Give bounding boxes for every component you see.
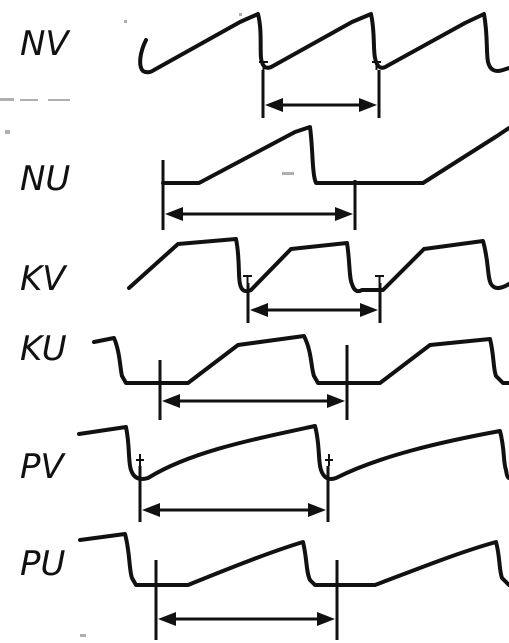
arrowhead-nu-left — [165, 207, 183, 221]
arrowhead-ku-right — [327, 394, 345, 408]
arrowhead-kv-left — [250, 303, 268, 317]
arrowhead-ku-left — [162, 394, 180, 408]
tick-mark-pv-1 — [136, 454, 144, 466]
waveform-pu — [78, 532, 509, 587]
row-label-pu: PU — [20, 544, 66, 584]
scan-artifacts — [0, 13, 294, 637]
row-label-ku: KU — [20, 329, 67, 369]
waveform-ku — [92, 334, 509, 385]
row-pv: PV — [20, 424, 509, 522]
row-label-nu: NU — [20, 159, 70, 199]
arrowhead-pv-right — [308, 503, 326, 517]
arrowhead-pv-left — [142, 503, 160, 517]
arrowhead-pu-left — [158, 612, 176, 626]
tick-mark-pv-2 — [325, 454, 333, 466]
tick-mark-kv-2 — [375, 275, 384, 283]
row-nv: NV — [20, 12, 509, 118]
row-label-nv: NV — [20, 24, 71, 64]
arrowhead-nu-right — [335, 207, 353, 221]
arrowhead-nv-right — [359, 98, 377, 112]
tick-mark-nv-2 — [372, 61, 381, 70]
row-nu: NU — [20, 125, 509, 230]
waveform-pv — [77, 424, 509, 481]
row-kv: KV — [20, 237, 509, 323]
arrowhead-nv-left — [265, 98, 283, 112]
arrowhead-kv-right — [360, 303, 378, 317]
tick-mark-kv-1 — [243, 275, 252, 283]
waveform-nv — [138, 12, 509, 75]
waveform-kv — [127, 237, 509, 294]
waveform-nu — [161, 125, 509, 185]
row-pu: PU — [20, 532, 509, 640]
tick-mark-nv-1 — [259, 61, 268, 70]
row-ku: KU — [20, 329, 509, 420]
row-label-kv: KV — [20, 259, 68, 299]
row-label-pv: PV — [20, 447, 67, 487]
arrowhead-pu-right — [317, 612, 335, 626]
